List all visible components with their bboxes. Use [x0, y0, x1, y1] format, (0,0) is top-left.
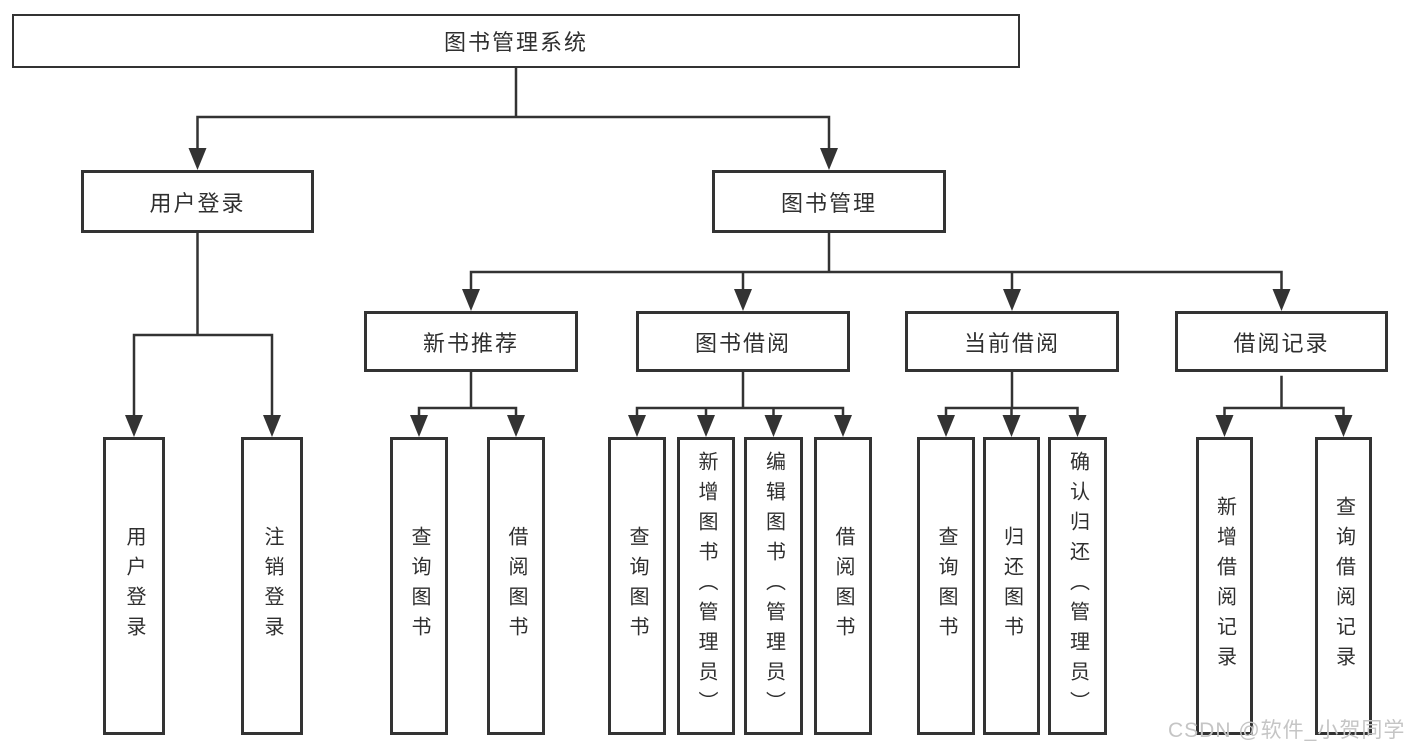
leaf-recommend-query-book: 查询图书: [390, 437, 448, 735]
connector-records-to-leaves: [1223, 375, 1345, 424]
connector-management-to-level3: [469, 232, 1283, 298]
leaf-current-return-book: 归还图书: [983, 437, 1040, 735]
arrowhead: [820, 148, 838, 170]
leaf-borrow-borrow-book: 借阅图书: [814, 437, 872, 735]
connector-user-login-to-leaves: [132, 231, 274, 424]
connector-borrow-to-leaves: [635, 370, 845, 424]
node-book-management: 图书管理: [712, 170, 946, 233]
arrowhead: [764, 415, 783, 437]
connector-current-to-leaves: [944, 370, 1079, 424]
leaf-borrow-query-book: 查询图书: [608, 437, 666, 735]
leaf-recommend-borrow-book: 借阅图书: [487, 437, 545, 735]
arrowhead: [1002, 415, 1021, 437]
leaf-current-confirm-return: 确认归还（管理员）: [1048, 437, 1107, 735]
node-root: 图书管理系统: [12, 14, 1020, 68]
leaf-current-query-book: 查询图书: [917, 437, 975, 735]
arrowhead: [507, 415, 525, 437]
node-current-borrow: 当前借阅: [905, 311, 1119, 372]
connector-root-to-level2: [196, 66, 831, 157]
leaf-borrow-add-book: 新增图书（管理员）: [677, 437, 735, 735]
arrowhead: [188, 148, 207, 170]
leaf-borrow-edit-book: 编辑图书（管理员）: [744, 437, 803, 735]
node-book-borrow: 图书借阅: [636, 311, 850, 372]
leaf-logout: 注销登录: [241, 437, 303, 735]
node-user-login: 用户登录: [81, 170, 314, 233]
arrowhead: [410, 415, 428, 437]
arrowhead: [1334, 415, 1353, 437]
leaf-records-add-record: 新增借阅记录: [1196, 437, 1253, 735]
arrowhead: [697, 415, 715, 437]
arrowhead: [937, 415, 955, 437]
node-new-book-recommend: 新书推荐: [364, 311, 578, 372]
node-borrow-records: 借阅记录: [1175, 311, 1388, 372]
arrowhead: [125, 415, 143, 437]
arrowhead: [1272, 289, 1291, 311]
arrowhead: [263, 415, 281, 437]
arrowhead: [462, 289, 480, 311]
arrowhead: [1215, 415, 1234, 437]
csdn-watermark: CSDN @软件_小贺同学: [1168, 719, 1405, 742]
leaf-records-query-record: 查询借阅记录: [1315, 437, 1372, 735]
arrowhead: [834, 415, 852, 437]
connector-recommend-to-leaves: [417, 370, 518, 424]
arrowhead: [1003, 289, 1021, 311]
arrowhead: [628, 415, 646, 437]
arrowhead: [734, 289, 752, 311]
arrowhead: [1068, 415, 1087, 437]
leaf-user-login: 用户登录: [103, 437, 165, 735]
